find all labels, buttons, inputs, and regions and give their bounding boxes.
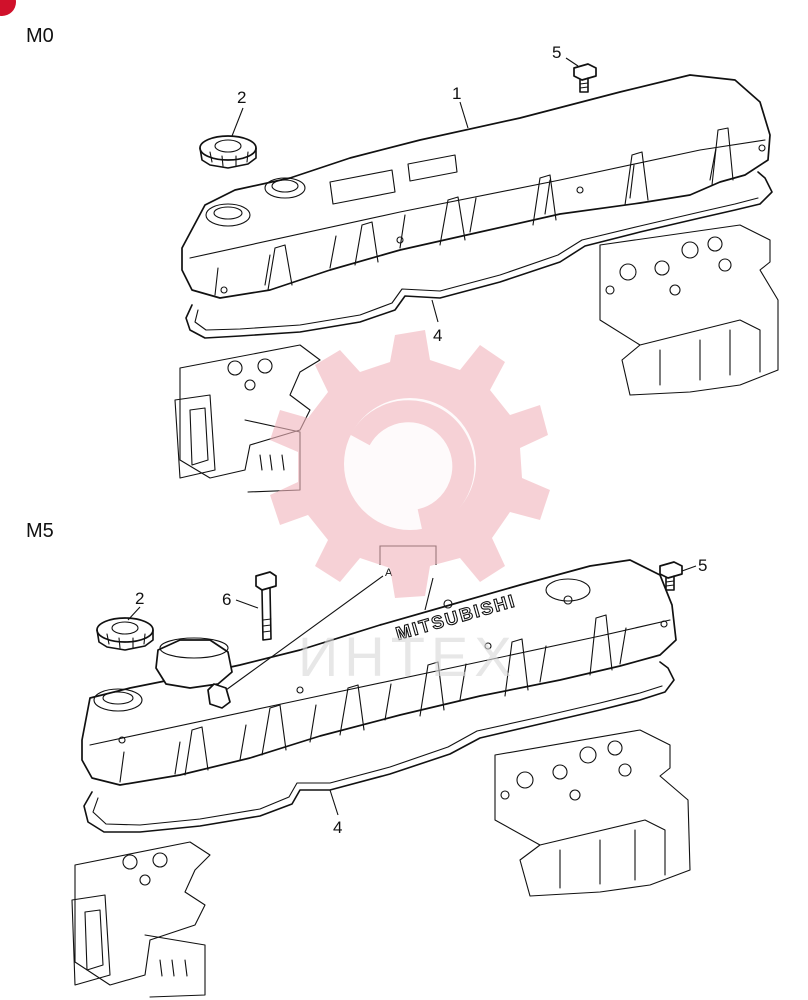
- rocker-cover-m0: [181, 74, 771, 299]
- callout-m5-6: 6: [222, 590, 231, 609]
- rocker-cover-m5: MITSUBISHI: [81, 559, 677, 786]
- callout-m5-4: 4: [333, 818, 342, 837]
- oil-cap-m5: [96, 617, 154, 651]
- callout-m0-1: 1: [452, 84, 461, 103]
- section-label-m0: M0: [26, 25, 54, 47]
- bolt-m0: [573, 63, 597, 93]
- gasket-m0: [185, 171, 773, 339]
- watermark: ИНТЕХ: [270, 330, 550, 688]
- cylinder-head-m5: [71, 729, 691, 998]
- oil-cap-m0: [199, 135, 257, 169]
- corner-badge: [0, 0, 16, 16]
- detail-marker-label: A: [385, 567, 393, 579]
- bolt-m5: [659, 561, 683, 591]
- gasket-m5: [83, 661, 675, 833]
- callout-m0-5: 5: [552, 43, 561, 62]
- watermark-text: ИНТЕХ: [298, 625, 518, 688]
- callout-m5-2: 2: [135, 589, 144, 608]
- section-m0: M0: [26, 25, 779, 493]
- section-m5: M5: [26, 520, 707, 998]
- long-bolt-m5: [255, 571, 277, 641]
- callout-m0-4: 4: [433, 326, 442, 345]
- watermark-gear-icon: [270, 330, 550, 598]
- section-label-m5: M5: [26, 520, 54, 542]
- callout-m5-5: 5: [698, 556, 707, 575]
- callout-m0-2: 2: [237, 88, 246, 107]
